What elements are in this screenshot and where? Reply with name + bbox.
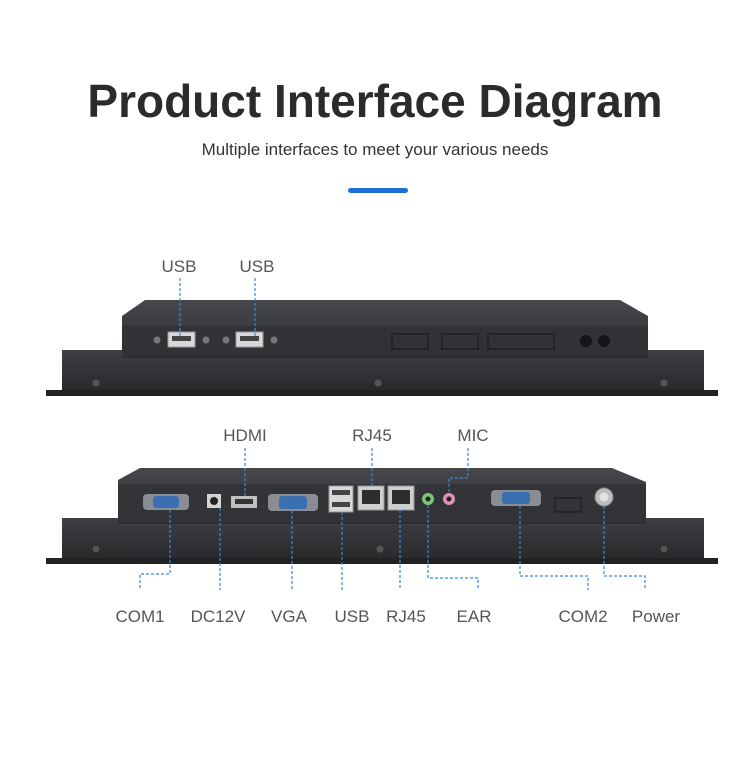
label-rj45-top: RJ45 bbox=[352, 426, 392, 445]
leader-line-com1 bbox=[139, 510, 171, 590]
label-vga: VGA bbox=[271, 607, 308, 626]
label-rj45-bottom: RJ45 bbox=[386, 607, 426, 626]
screw-icon bbox=[222, 336, 230, 344]
com1-connector bbox=[153, 496, 179, 508]
label-com2: COM2 bbox=[558, 607, 607, 626]
blank-cover bbox=[391, 333, 429, 350]
title-accent-bar bbox=[348, 188, 408, 193]
leader-line-mic bbox=[448, 448, 469, 493]
label-ear: EAR bbox=[457, 607, 492, 626]
top-io-strip bbox=[122, 326, 648, 356]
screw-icon bbox=[92, 379, 100, 387]
usb-slot bbox=[332, 502, 350, 507]
label-power: Power bbox=[632, 607, 681, 626]
screw-icon bbox=[660, 545, 668, 553]
rj45-jack bbox=[392, 490, 410, 504]
rj45-jack bbox=[362, 490, 380, 504]
screw-icon bbox=[660, 379, 668, 387]
usb-port-slot bbox=[172, 336, 191, 341]
bottom-frame bbox=[62, 518, 704, 562]
power-button-cap bbox=[599, 492, 609, 502]
label-hdmi: HDMI bbox=[223, 426, 266, 445]
usb-stack-icon bbox=[328, 485, 354, 513]
label-top-usb-2: USB bbox=[240, 257, 275, 276]
jack-icon bbox=[598, 335, 610, 347]
device-top-view bbox=[46, 300, 718, 396]
dc-jack-hole bbox=[210, 497, 218, 505]
screw-icon bbox=[92, 545, 100, 553]
hdmi-slot bbox=[235, 499, 253, 504]
page-subtitle: Multiple interfaces to meet your various… bbox=[201, 140, 549, 159]
screw-icon bbox=[376, 545, 384, 553]
leader-line-ear bbox=[427, 505, 479, 590]
top-flange bbox=[46, 390, 718, 396]
usb-slot bbox=[332, 490, 350, 495]
label-top-usb-1: USB bbox=[162, 257, 197, 276]
blank-cover bbox=[487, 333, 555, 350]
leader-line-power bbox=[603, 506, 646, 590]
label-dc12v: DC12V bbox=[191, 607, 246, 626]
label-mic: MIC bbox=[457, 426, 488, 445]
device-bottom-view bbox=[46, 468, 718, 564]
usb-port-slot bbox=[240, 336, 259, 341]
com2-connector bbox=[502, 492, 530, 504]
screw-icon bbox=[202, 336, 210, 344]
page-title: Product Interface Diagram bbox=[87, 75, 663, 127]
mic-jack-hole bbox=[446, 496, 452, 502]
screw-icon bbox=[270, 336, 278, 344]
label-com1: COM1 bbox=[115, 607, 164, 626]
blank-cover bbox=[441, 333, 479, 350]
screw-icon bbox=[374, 379, 382, 387]
bottom-flange bbox=[46, 558, 718, 564]
jack-icon bbox=[580, 335, 592, 347]
leader-line-com2 bbox=[519, 506, 589, 590]
label-usb: USB bbox=[335, 607, 370, 626]
blank-cover bbox=[554, 497, 582, 513]
screw-icon bbox=[153, 336, 161, 344]
ear-jack-hole bbox=[425, 496, 431, 502]
vga-connector bbox=[279, 496, 307, 509]
